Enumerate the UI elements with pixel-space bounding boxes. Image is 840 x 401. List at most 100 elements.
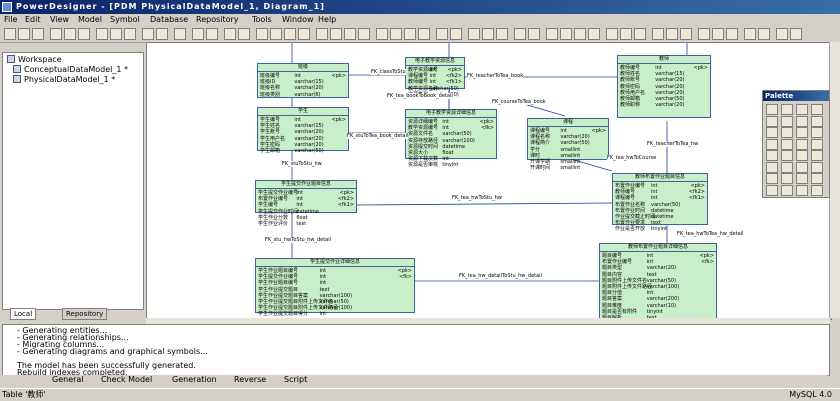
palette-tool-icon[interactable] xyxy=(796,161,808,173)
toolbar-button[interactable] xyxy=(698,28,710,40)
menu-view[interactable]: View xyxy=(50,15,69,24)
tab-reverse[interactable]: Reverse xyxy=(234,375,267,384)
toolbar-button[interactable] xyxy=(156,28,168,40)
toolbar-button[interactable] xyxy=(436,28,448,40)
toolbar-button[interactable] xyxy=(404,28,416,40)
toolbar-button[interactable] xyxy=(270,28,282,40)
horizontal-scrollbar[interactable] xyxy=(146,318,830,324)
menu-database[interactable]: Database xyxy=(150,15,189,24)
toolbar-button[interactable] xyxy=(496,28,508,40)
toolbar-button[interactable] xyxy=(174,28,186,40)
toolbar-button[interactable] xyxy=(652,28,664,40)
palette-tool-icon[interactable] xyxy=(811,184,823,196)
palette-tool-icon[interactable] xyxy=(796,138,808,150)
toolbar-button[interactable] xyxy=(620,28,632,40)
toolbar-button[interactable] xyxy=(64,28,76,40)
table-column-row[interactable]: 题目解析text xyxy=(602,315,714,319)
palette-tool-icon[interactable] xyxy=(766,150,778,161)
toolbar-button[interactable] xyxy=(124,28,136,40)
toolbar-button[interactable] xyxy=(390,28,402,40)
palette-tool-icon[interactable] xyxy=(766,127,778,138)
palette-tool-icon[interactable] xyxy=(766,173,778,184)
palette-tool-icon[interactable] xyxy=(811,115,823,127)
toolbar-button[interactable] xyxy=(712,28,724,40)
palette-tool-icon[interactable] xyxy=(766,115,778,127)
toolbar-button[interactable] xyxy=(32,28,44,40)
toolbar-button[interactable] xyxy=(96,28,108,40)
palette-tool-icon[interactable] xyxy=(766,161,778,173)
menu-tools[interactable]: Tools xyxy=(252,15,272,24)
palette-tool-icon[interactable] xyxy=(796,115,808,127)
toolbar-button[interactable] xyxy=(514,28,526,40)
palette-tool-icon[interactable] xyxy=(781,173,793,184)
menu-repository[interactable]: Repository xyxy=(196,15,239,24)
palette-tool-icon[interactable] xyxy=(796,150,808,161)
toolbar-button[interactable] xyxy=(256,28,268,40)
menu-edit[interactable]: Edit xyxy=(25,15,41,24)
toolbar-button[interactable] xyxy=(450,28,462,40)
palette-tool-icon[interactable] xyxy=(781,104,793,115)
palette-tool-icon[interactable] xyxy=(796,184,808,196)
toolbar-button[interactable] xyxy=(376,28,388,40)
palette-tool-icon[interactable] xyxy=(811,150,823,161)
toolbar-button[interactable] xyxy=(680,28,692,40)
menu-file[interactable]: File xyxy=(4,15,18,24)
palette-tool-icon[interactable] xyxy=(781,138,793,150)
tab-local[interactable]: Local xyxy=(10,308,37,320)
toolbar-button[interactable] xyxy=(298,28,310,40)
menu-window[interactable]: Window xyxy=(282,15,314,24)
tab-generation[interactable]: Generation xyxy=(172,375,217,384)
toolbar-button[interactable] xyxy=(726,28,738,40)
toolbar-button[interactable] xyxy=(78,28,90,40)
palette-tool-icon[interactable] xyxy=(781,115,793,127)
palette-tool-icon[interactable] xyxy=(811,138,823,150)
palette-tool-icon[interactable] xyxy=(781,127,793,138)
tab-script[interactable]: Script xyxy=(284,375,308,384)
menu-symbol[interactable]: Symbol xyxy=(110,15,140,24)
toolbar-button[interactable] xyxy=(574,28,586,40)
toolbar-button[interactable] xyxy=(528,28,540,40)
toolbar-button[interactable] xyxy=(18,28,30,40)
palette-tool-icon[interactable] xyxy=(796,173,808,184)
palette-tool-icon[interactable] xyxy=(811,127,823,138)
vertical-scrollbar[interactable] xyxy=(829,42,840,318)
toolbar-button[interactable] xyxy=(790,28,802,40)
menu-help[interactable]: Help xyxy=(318,15,337,24)
palette-tool-icon[interactable] xyxy=(811,161,823,173)
